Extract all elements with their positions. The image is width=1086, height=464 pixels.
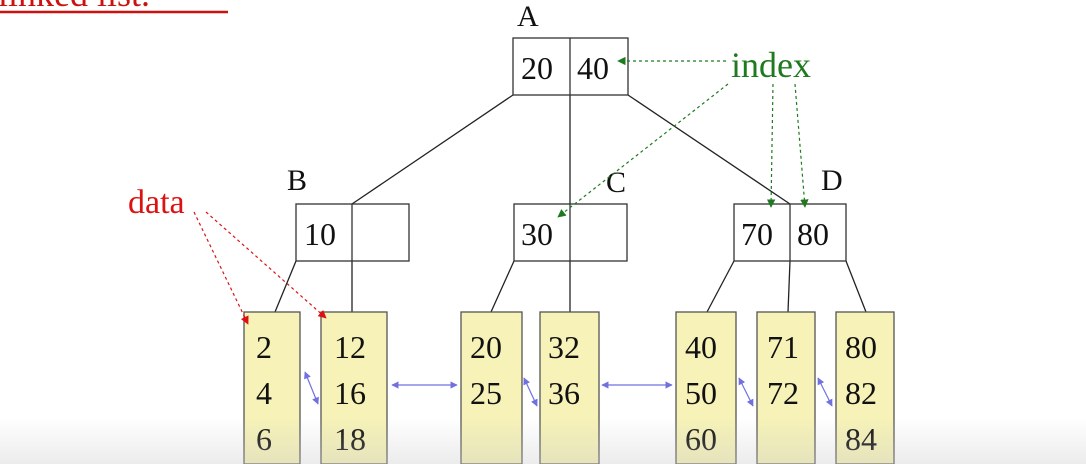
leaf-node-4: 32 36 — [539, 311, 600, 464]
edge-c-leaf3 — [490, 260, 515, 313]
index-node-d: D 70 80 — [733, 164, 847, 262]
sibling-link-3-4 — [523, 377, 538, 407]
leaf-4-box — [539, 311, 600, 464]
leaf-node-7: 80 82 84 — [835, 311, 895, 464]
leaf-2-value-1: 12 — [334, 329, 366, 365]
leaf-5-value-3: 60 — [685, 421, 717, 457]
heading-text: linked list. — [0, 0, 150, 14]
data-annotation: data — [128, 184, 327, 325]
node-b-label: B — [287, 164, 307, 197]
data-arrow-to-leaf1 — [193, 211, 249, 325]
sibling-link-5-6 — [738, 377, 754, 407]
index-arrow-to-d-80 — [794, 83, 809, 208]
leaf-7-value-3: 84 — [845, 421, 877, 457]
node-c-label: C — [606, 166, 626, 199]
leaf-1-value-2: 4 — [256, 375, 272, 411]
index-node-a: A 20 40 — [512, 0, 629, 96]
tree-edges — [274, 94, 867, 313]
sibling-link-6-7 — [817, 377, 833, 407]
edge-d-leaf5 — [706, 260, 735, 313]
leaf-2-value-2: 16 — [334, 375, 366, 411]
node-d-key-1: 70 — [741, 216, 773, 252]
node-a-label: A — [517, 0, 539, 33]
sibling-link-1-2 — [304, 371, 319, 405]
leaf-1-box — [243, 311, 301, 464]
edge-d-leaf6 — [787, 260, 791, 313]
leaf-6-value-1: 71 — [767, 329, 799, 365]
index-node-b: B 10 — [287, 164, 410, 262]
leaf-2-box — [320, 311, 388, 464]
leaf-node-5: 40 50 60 — [675, 311, 737, 464]
leaf-7-value-2: 82 — [845, 375, 877, 411]
edge-d-leaf7 — [845, 260, 867, 313]
leaf-sibling-links — [304, 371, 833, 407]
leaf-3-value-2: 25 — [470, 375, 502, 411]
leaf-4-value-1: 32 — [548, 329, 580, 365]
leaf-1-value-3: 6 — [256, 421, 272, 457]
index-annotation: index — [557, 45, 811, 218]
index-node-c: C 30 — [513, 166, 628, 262]
leaf-6-value-2: 72 — [767, 375, 799, 411]
leaf-node-1: 2 4 6 — [243, 311, 301, 464]
edge-b-leaf1 — [274, 260, 297, 313]
edge-a-d — [627, 94, 791, 205]
leaf-node-3: 20 25 — [460, 311, 523, 464]
heading: linked list. — [0, 0, 228, 14]
index-arrow-to-d-70 — [766, 83, 776, 208]
node-a-key-1: 20 — [521, 50, 553, 86]
leaf-node-6: 71 72 — [756, 311, 816, 464]
leaf-2-value-3: 18 — [334, 421, 366, 457]
data-label: data — [128, 184, 185, 221]
leaf-7-box — [835, 311, 895, 464]
leaf-4-value-2: 36 — [548, 375, 580, 411]
node-d-label: D — [821, 164, 843, 197]
leaf-7-value-1: 80 — [845, 329, 877, 365]
leaf-1-value-1: 2 — [256, 329, 272, 365]
index-label: index — [731, 45, 811, 85]
leaf-node-2: 12 16 18 — [320, 311, 388, 464]
leaf-5-value-2: 50 — [685, 375, 717, 411]
leaf-3-value-1: 20 — [470, 329, 502, 365]
node-a-key-2: 40 — [577, 50, 609, 86]
leaf-5-value-1: 40 — [685, 329, 717, 365]
leaf-3-box — [460, 311, 523, 464]
node-c-key-1: 30 — [521, 216, 553, 252]
leaf-6-box — [756, 311, 816, 464]
index-arrow-to-c — [557, 83, 729, 218]
data-arrow-to-leaf2 — [205, 211, 327, 319]
node-d-key-2: 80 — [797, 216, 829, 252]
edge-a-b — [351, 94, 514, 205]
node-b-key-1: 10 — [304, 216, 336, 252]
leaf-5-box — [675, 311, 737, 464]
